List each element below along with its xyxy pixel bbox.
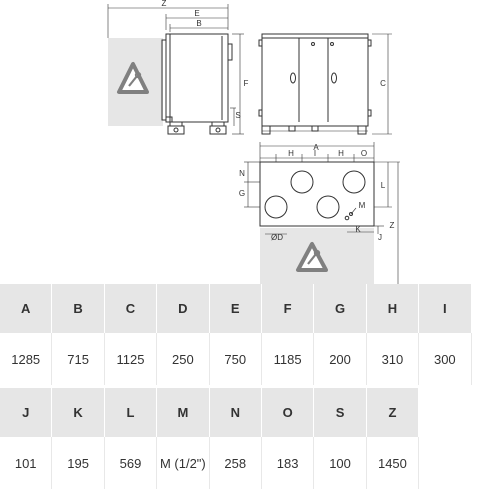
dim-label-b: B xyxy=(196,19,201,28)
table2-header-m: M xyxy=(156,388,210,437)
front-view-labels: C xyxy=(380,79,386,88)
table2-value-l: 569 xyxy=(104,437,158,489)
dim-label-o: O xyxy=(361,149,367,158)
table2-header-n: N xyxy=(209,388,262,437)
table2-header-row: J K L M N O S Z xyxy=(0,388,472,437)
table1-header-c: C xyxy=(104,284,158,333)
dim-label-l: L xyxy=(381,181,386,190)
table2-value-s: 100 xyxy=(313,437,367,489)
table1-value-d: 250 xyxy=(156,333,210,385)
wrench-warning-icon xyxy=(117,62,149,94)
table1-value-g: 200 xyxy=(313,333,367,385)
wrench-warning-icon-bottom xyxy=(296,242,328,272)
dim-label-a: A xyxy=(313,143,319,152)
table2-value-z: 1450 xyxy=(366,437,420,489)
table1-value-row: 1285 715 1125 250 750 1185 200 310 300 xyxy=(0,333,472,385)
table2-header-s: S xyxy=(313,388,367,437)
table2-value-o: 183 xyxy=(261,437,315,489)
dim-label-g: G xyxy=(239,189,245,198)
dim-label-m: M xyxy=(359,201,366,210)
table2-header-z: Z xyxy=(366,388,420,437)
table2-value-j: 101 xyxy=(0,437,53,489)
table1-header-h: H xyxy=(366,284,420,333)
table2-value-row: 101 195 569 M (1/2") 258 183 100 1450 xyxy=(0,437,472,489)
table1-value-f: 1185 xyxy=(261,333,315,385)
dim-label-h-left: H xyxy=(288,149,294,158)
table1-header-i: I xyxy=(418,284,472,333)
table2-header-k: K xyxy=(51,388,105,437)
top-view-labels: A H I H O N G L M K J ØD Z xyxy=(239,143,395,242)
technical-drawing: Z E B F S C xyxy=(107,0,400,284)
top-view xyxy=(244,142,400,284)
table2-empty-cell xyxy=(418,388,472,437)
dim-label-z-top: Z xyxy=(390,221,395,230)
table1-header-f: F xyxy=(261,284,315,333)
dim-label-z-side: Z xyxy=(162,0,167,8)
side-view xyxy=(107,4,244,135)
table2-header-o: O xyxy=(261,388,315,437)
dim-label-h-right: H xyxy=(338,149,344,158)
dim-label-j: J xyxy=(378,233,382,242)
dim-label-i: I xyxy=(314,149,316,158)
dim-label-s: S xyxy=(235,111,240,120)
front-view xyxy=(258,33,392,135)
dim-label-e: E xyxy=(194,9,199,18)
table1-header-a: A xyxy=(0,284,53,333)
side-view-labels: Z E B F S xyxy=(162,0,249,120)
dim-label-f: F xyxy=(244,79,249,88)
dimensions-table-2: J K L M N O S Z 101 195 569 M (1/2") 258… xyxy=(0,388,472,489)
table2-value-k: 195 xyxy=(51,437,105,489)
table1-value-i: 300 xyxy=(418,333,472,385)
table1-header-b: B xyxy=(51,284,105,333)
table2-value-n: 258 xyxy=(209,437,262,489)
table2-empty-value xyxy=(418,437,472,489)
dim-label-k: K xyxy=(355,225,361,234)
table2-header-l: L xyxy=(104,388,158,437)
table1-header-d: D xyxy=(156,284,210,333)
dim-label-n: N xyxy=(239,169,245,178)
table1-value-e: 750 xyxy=(209,333,262,385)
table1-value-b: 715 xyxy=(51,333,105,385)
table2-value-m: M (1/2") xyxy=(156,437,210,489)
dimensions-table-1: A B C D E F G H I 1285 715 1125 250 750 … xyxy=(0,284,472,385)
table1-header-row: A B C D E F G H I xyxy=(0,284,472,333)
table1-value-c: 1125 xyxy=(104,333,158,385)
dim-label-d: ØD xyxy=(271,233,283,242)
table2-header-j: J xyxy=(0,388,53,437)
table1-header-g: G xyxy=(313,284,367,333)
table1-value-h: 310 xyxy=(366,333,420,385)
table1-header-e: E xyxy=(209,284,262,333)
table1-value-a: 1285 xyxy=(0,333,53,385)
dim-label-c: C xyxy=(380,79,386,88)
